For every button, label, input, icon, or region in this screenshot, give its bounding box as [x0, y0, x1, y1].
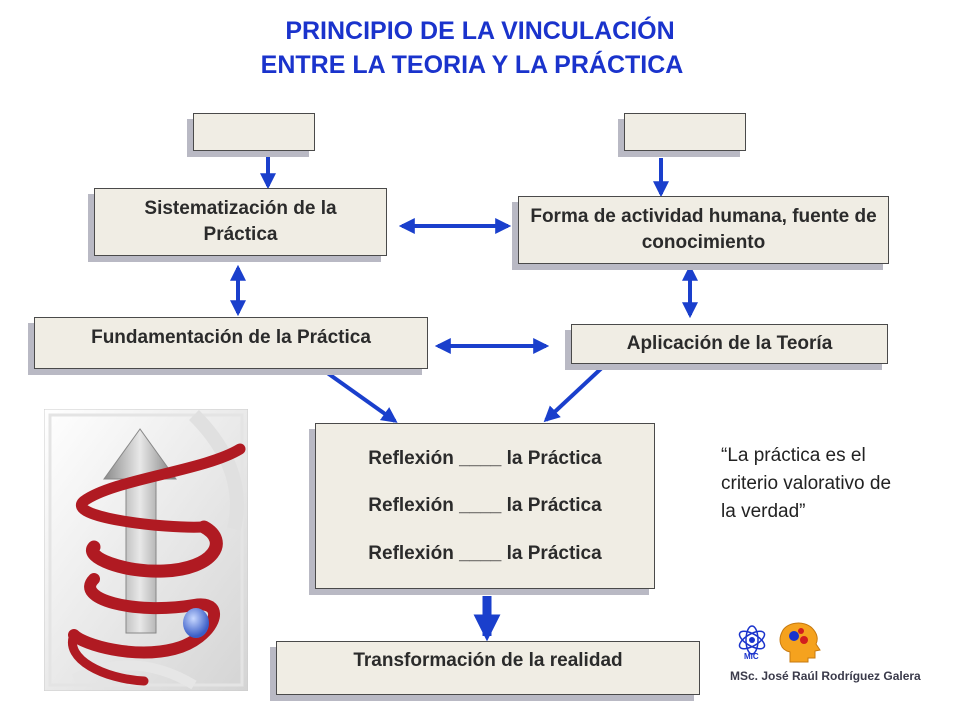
- quote-text: “La práctica es el criterio valorativo d…: [721, 445, 892, 522]
- reflexion-line-2: Reflexión ____ la Práctica: [368, 495, 602, 516]
- fundamentacion-box: Fundamentación de la Práctica: [34, 317, 428, 369]
- logo-graphic: [738, 622, 821, 663]
- reflexion-line-3: Reflexión ____ la Práctica: [368, 542, 602, 564]
- sistematizacion-box: Sistematización de la Práctica: [94, 188, 387, 256]
- transformacion-box: Transformación de la realidad: [276, 641, 700, 695]
- reflexion-line-1: Reflexión ____ la Práctica: [368, 447, 602, 469]
- title-line-1: PRINCIPIO DE LA VINCULACIÓN: [285, 17, 675, 45]
- spiral-arrow-illustration: [44, 409, 248, 691]
- author-credit: MSc. José Raúl Rodríguez Galera: [730, 669, 921, 683]
- logo-mic-text: MIC: [744, 652, 759, 661]
- top-left-blank-box: [193, 113, 315, 151]
- top-right-blank-box: [624, 113, 746, 151]
- arrow-fundamentacion-to-reflexion: [324, 370, 398, 423]
- aplicacion-box: Aplicación de la Teoría: [571, 324, 888, 364]
- reflexion-box: Reflexión ____ la Práctica Reflexión ___…: [315, 423, 655, 589]
- arrow-aplicacion-to-reflexion: [543, 362, 608, 423]
- forma-actividad-box: Forma de actividad humana, fuente de con…: [518, 196, 889, 264]
- title-line-2: ENTRE LA TEORIA Y LA PRÁCTICA: [260, 51, 684, 79]
